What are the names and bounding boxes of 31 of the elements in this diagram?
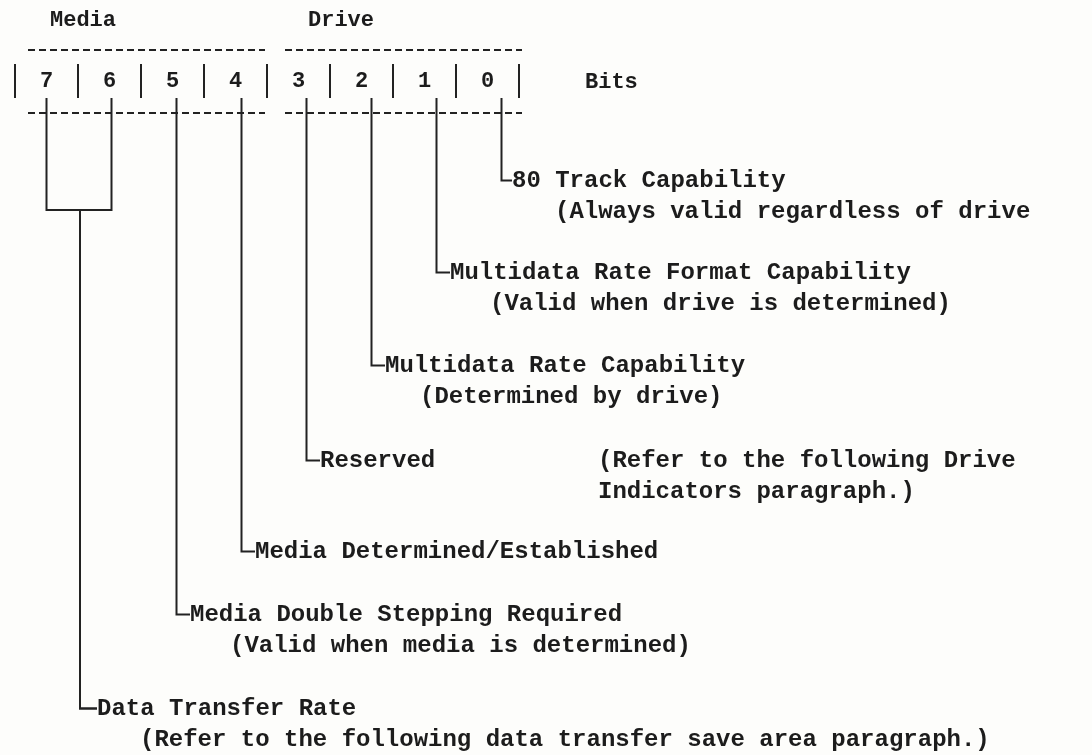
bit-cell: 7 <box>14 64 77 98</box>
field-name: Media Determined/Established <box>255 537 659 567</box>
field-name: Reserved <box>320 446 436 476</box>
field-name: Multidata Rate Format Capability <box>450 258 912 288</box>
bit-cell: 4 <box>203 64 266 98</box>
leader-line <box>305 97 321 462</box>
header-label: Drive <box>308 8 374 33</box>
field-note: (Valid when media is determined) <box>230 631 691 661</box>
leader-line <box>240 97 256 553</box>
field-name: Multidata Rate Capability <box>385 351 746 381</box>
bit-cell: 2 <box>329 64 392 98</box>
leader-line <box>370 97 386 367</box>
field-name: Data Transfer Rate <box>97 694 358 724</box>
field-note: (Refer to the following data transfer save area paragraph.) <box>140 725 990 755</box>
bit-cell: 0 <box>455 64 518 98</box>
bit-cell: 3 <box>266 64 329 98</box>
leader-line <box>45 97 98 710</box>
header-label: Bits <box>585 70 638 95</box>
header-label: Media <box>50 8 116 33</box>
field-name: 80 Track Capability <box>512 166 787 196</box>
field-name: Media Double Stepping Required <box>190 600 624 630</box>
leader-line <box>500 97 513 182</box>
field-note: (Always valid regardless of drive <box>555 197 1031 227</box>
field-note: (Determined by drive) <box>420 382 724 412</box>
field-note: (Valid when drive is determined) <box>490 289 951 319</box>
bit-cell: 1 <box>392 64 455 98</box>
leader-line <box>175 97 191 616</box>
bit-cell: 5 <box>140 64 203 98</box>
bit-cell: 6 <box>77 64 140 98</box>
note-text: (Refer to the following Drive Indicators paragraph.) <box>598 446 1017 507</box>
leader-line <box>435 97 451 274</box>
